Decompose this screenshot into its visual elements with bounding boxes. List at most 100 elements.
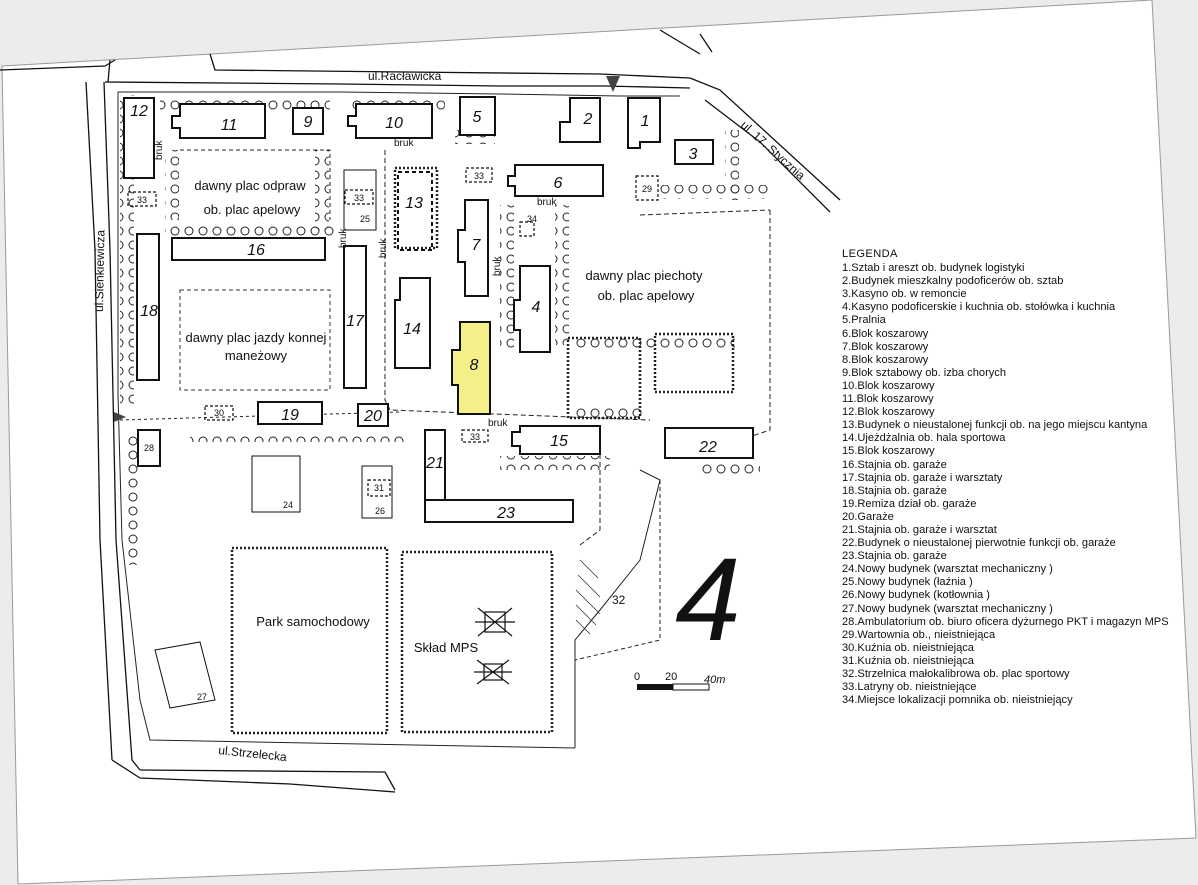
num-2: 2	[583, 111, 593, 128]
num-1: 1	[641, 113, 650, 130]
scale-tick-20: 20	[665, 671, 677, 683]
building-17	[343, 245, 367, 389]
building-3	[674, 139, 714, 165]
legend-item: 22.Budynek o nieustalonej pierwotnie fun…	[842, 537, 1116, 550]
building-19	[257, 401, 323, 425]
area-labels: dawny plac odpraw ob. plac apelowy dawny…	[186, 178, 703, 655]
legend-item: 7.Blok koszarowy	[842, 340, 929, 353]
riding-square-outline	[179, 289, 331, 391]
num-33-a: 33	[137, 195, 147, 205]
building-8	[451, 321, 491, 415]
building-11	[171, 103, 266, 139]
legend-item: 29.Wartownia ob., nieistniejąca	[842, 628, 996, 641]
legend-item: 24.Nowy budynek (warsztat mechaniczny )	[842, 563, 1053, 576]
num-33-c: 33	[474, 171, 484, 181]
num-34: 34	[527, 214, 537, 224]
legend-item: 34.Miejsce lokalizacji pomnika ob. nieis…	[842, 694, 1073, 707]
legend-item: 2.Budynek mieszkalny podoficerów ob. szt…	[842, 275, 1064, 288]
num-5: 5	[473, 109, 482, 126]
num-12: 12	[130, 103, 148, 120]
building-30	[204, 405, 234, 421]
num-28: 28	[144, 443, 154, 453]
legend-item: 3.Kasyno ob. w remoncie	[842, 288, 967, 301]
legend-item: 14.Ujeżdżalnia ob. hala sportowa	[842, 432, 1006, 445]
num-6: 6	[554, 175, 563, 192]
shooting-range	[575, 559, 601, 635]
legend-item: 20.Garaże	[842, 510, 894, 523]
label-plac-odpraw-1: dawny plac odpraw	[194, 178, 306, 193]
label-plac-jazdy-1: dawny plac jazdy konnej	[186, 330, 327, 345]
hedge-squares	[230, 166, 735, 735]
entrance-arrows	[114, 76, 620, 422]
legend: LEGENDA 1.Sztab i areszt ob. budynek log…	[842, 248, 1192, 707]
street-raclawicka: ul.Racławicka	[368, 69, 442, 83]
bruk-label-3: bruk	[488, 418, 508, 429]
num-25: 25	[360, 214, 370, 224]
num-27: 27	[197, 692, 207, 702]
num-29: 29	[642, 184, 652, 194]
legend-item: 8.Blok koszarowy	[842, 353, 929, 366]
legend-item: 31.Kuźnia ob. nieistniejąca	[842, 654, 974, 667]
legend-item: 1.Sztab i areszt ob. budynek logistyki	[842, 262, 1025, 275]
building-4	[513, 265, 551, 353]
bruk-label-2: bruk	[537, 197, 557, 208]
num-9: 9	[304, 114, 313, 131]
building-12	[123, 97, 155, 179]
num-10: 10	[385, 115, 403, 132]
num-8: 8	[470, 357, 479, 374]
num-14: 14	[403, 321, 421, 338]
building-2	[559, 97, 601, 143]
num-19: 19	[281, 407, 299, 424]
legend-item: 32.Strzelnica małokalibrowa ob. plac spo…	[842, 668, 1070, 680]
building-28	[137, 429, 161, 467]
roads	[0, 29, 841, 793]
legend-item: 4.Kasyno podoficerskie i kuchnia ob. sto…	[842, 301, 1116, 314]
label-plac-odpraw-2: ob. plac apelowy	[204, 202, 301, 217]
label-plac-piechoty-2: ob. plac apelowy	[598, 288, 695, 303]
building-23	[424, 499, 574, 523]
num-23: 23	[496, 505, 515, 522]
scale-tick-40: 40m	[704, 674, 725, 686]
num-26: 26	[375, 506, 385, 516]
num-18: 18	[140, 303, 158, 320]
small-building-numbers: 24 25 26 27 28 29 30 31 33 33 33 33 34	[137, 171, 652, 702]
num-3: 3	[689, 146, 698, 163]
label-park: Park samochodowy	[256, 614, 370, 629]
bruk-label-6: bruk	[378, 238, 389, 258]
building-25	[343, 169, 377, 231]
legend-item: 5.Pralnia	[842, 314, 886, 327]
legend-item: 11.Blok koszarowy	[842, 393, 934, 406]
legend-item: 25.Nowy budynek (łaźnia )	[842, 576, 973, 589]
num-33-b: 33	[354, 193, 364, 203]
num-32: 32	[612, 593, 626, 607]
building-24	[251, 455, 301, 513]
building-13	[397, 171, 433, 251]
num-22: 22	[698, 439, 717, 456]
building-numbers: 1 2 3 4 5 6 7 8 9 10 11 12 13 14 15 16 1…	[130, 103, 717, 522]
building-20	[357, 403, 389, 427]
dashed-structures	[127, 167, 659, 497]
legend-item: 6.Blok koszarowy	[842, 327, 929, 340]
north-symbol: 4	[675, 534, 741, 666]
legend-item: 9.Blok sztabowy ob. izba chorych	[842, 366, 1007, 379]
label-plac-piechoty-1: dawny plac piechoty	[585, 268, 703, 283]
legend-title: LEGENDA	[842, 248, 898, 260]
legend-item: 30.Kuźnia ob. nieistniejąca	[842, 641, 974, 654]
num-20: 20	[363, 408, 382, 425]
num-21: 21	[425, 455, 444, 472]
legend-item: 18.Stajnia ob. garaże	[842, 484, 947, 497]
num-31: 31	[374, 483, 384, 493]
num-13: 13	[405, 195, 423, 212]
building-33-b	[344, 189, 374, 205]
num-11: 11	[221, 117, 238, 134]
num-24: 24	[283, 500, 293, 510]
legend-item: 26.Nowy budynek (kotłownia )	[842, 589, 990, 602]
building-10	[347, 103, 433, 139]
building-14	[394, 277, 431, 369]
building-29	[635, 175, 659, 201]
legend-item: 21.Stajnia ob. garaże i warsztat	[842, 523, 997, 536]
legend-item: 13.Budynek o nieustalonej funkcji ob. na…	[842, 419, 1148, 432]
building-33-c	[465, 167, 493, 183]
